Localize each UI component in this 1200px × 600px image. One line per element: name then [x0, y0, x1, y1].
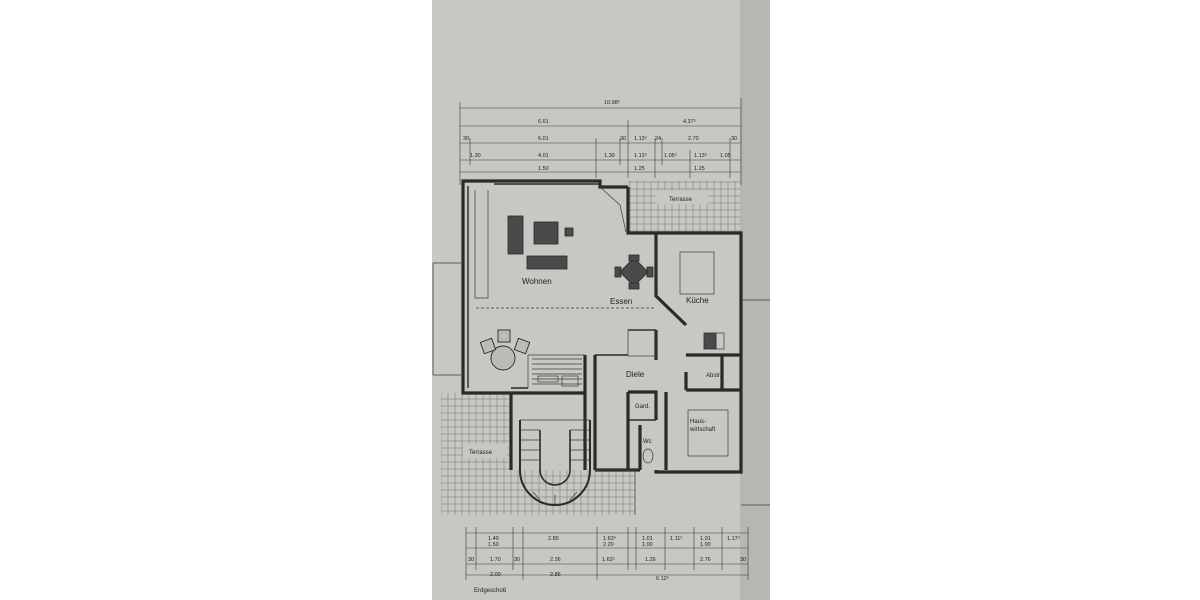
bdim-2-86: 2.86	[550, 572, 561, 578]
room-label-haus-line1: Haus-	[690, 419, 706, 425]
dim-30-b: 30	[620, 136, 626, 142]
door-swing-top	[599, 186, 621, 206]
dim-1-30-b: 1.30	[604, 153, 615, 159]
room-label-gard: Gard.	[635, 404, 650, 410]
kitchen-sink	[715, 332, 725, 350]
dim-4-01: 4.01	[538, 153, 549, 159]
stair-steps	[532, 358, 582, 385]
bdim-30-a: 30	[468, 557, 474, 563]
bdim-30-c: 30	[740, 557, 746, 563]
dim-30-c: 30	[731, 136, 737, 142]
terrace-edge	[595, 469, 636, 515]
dim-1-05: 1.05	[720, 153, 731, 159]
terrace-top-tiles	[628, 181, 741, 233]
cabinet	[561, 375, 579, 387]
bdim-2-80: 2.80	[548, 536, 559, 542]
dim-1-055: 1.05⁵	[664, 152, 677, 159]
bdim-1-00-a: 1.00	[642, 542, 653, 548]
plan-title: Erdgeschoß	[474, 588, 507, 594]
dim-total-width: 10.98⁵	[604, 99, 620, 106]
room-label-wc: Wc	[643, 439, 652, 445]
room-label-terrasse-top: Terrasse	[669, 197, 693, 203]
laundry-counter	[687, 409, 729, 457]
kitchen-stove	[703, 332, 717, 350]
dim-1-135-c: 1.13⁵	[694, 152, 707, 159]
room-label-haus-line2: wirtschaft	[689, 427, 716, 433]
curved-stair	[519, 419, 591, 506]
bdim-1-01-a: 1.01	[642, 536, 653, 542]
bdim-2-20: 2.20	[603, 542, 614, 548]
bdim-1-635-b: 1.63⁵	[602, 556, 615, 563]
bottom-dimension-lines	[465, 527, 749, 580]
terrace-top-label-bg	[656, 190, 708, 204]
room-label-wohnen: Wohnen	[522, 277, 552, 286]
bdim-1-26: 1.26	[645, 557, 656, 563]
bdim-6-125: 6.12⁵	[656, 575, 669, 582]
bdim-2-00: 2.00	[490, 572, 501, 578]
dim-6-01: 6.01	[538, 136, 549, 142]
top-dimension-lines	[459, 98, 742, 185]
room-label-essen: Essen	[610, 297, 632, 306]
terrace-bottom-label-bg	[463, 444, 507, 458]
bdim-30-b: 30	[514, 557, 520, 563]
room-label-abstr: Abstr.	[706, 373, 722, 379]
dim-24: 24	[655, 136, 661, 142]
bdim-1-01-b: 1.01	[700, 536, 711, 542]
bdim-1-40: 1.40	[488, 536, 499, 542]
dim-1-135-a: 1.13⁵	[634, 135, 647, 142]
bdim-1-70: 1.70	[490, 557, 501, 563]
room-label-diele: Diele	[626, 370, 645, 379]
bdim-2-26: 2.26	[550, 557, 561, 563]
room-label-terrasse-bottom: Terrasse	[469, 450, 493, 456]
dim-1-135-b: 1.13⁵	[634, 152, 647, 159]
dim-6-61: 6.61	[538, 119, 549, 125]
dining-table	[614, 254, 654, 290]
interior-walls	[511, 233, 741, 472]
bdim-1-175: 1.17⁵	[727, 535, 740, 542]
bdim-1-635-a: 1.63⁵	[603, 535, 616, 542]
kitchen-counter	[679, 251, 715, 295]
sofa-set	[507, 215, 574, 270]
terrace-bottom-tiles	[511, 470, 635, 515]
dim-30-a: 30	[463, 136, 469, 142]
dim-1-50: 1.50	[538, 166, 549, 172]
dim-1-25-b: 1.25	[694, 166, 705, 172]
bdim-1-00-b: 1.00	[700, 542, 711, 548]
outer-walls	[432, 179, 743, 474]
dim-4-375: 4.37⁵	[683, 118, 696, 125]
door-swing-top-2	[619, 204, 627, 233]
bdim-1-50: 1.50	[488, 542, 499, 548]
radiator	[537, 375, 559, 383]
room-label-kueche: Küche	[686, 296, 709, 305]
dim-2-70: 2.70	[688, 136, 699, 142]
wc-toilet	[642, 448, 654, 464]
bdim-2-76: 2.76	[700, 557, 711, 563]
round-table-chairs	[479, 329, 531, 371]
living-built-in	[474, 190, 489, 299]
bdim-1-115: 1.11⁵	[670, 535, 683, 542]
dim-1-25-a: 1.25	[634, 166, 645, 172]
dim-1-30-a: 1.30	[470, 153, 481, 159]
